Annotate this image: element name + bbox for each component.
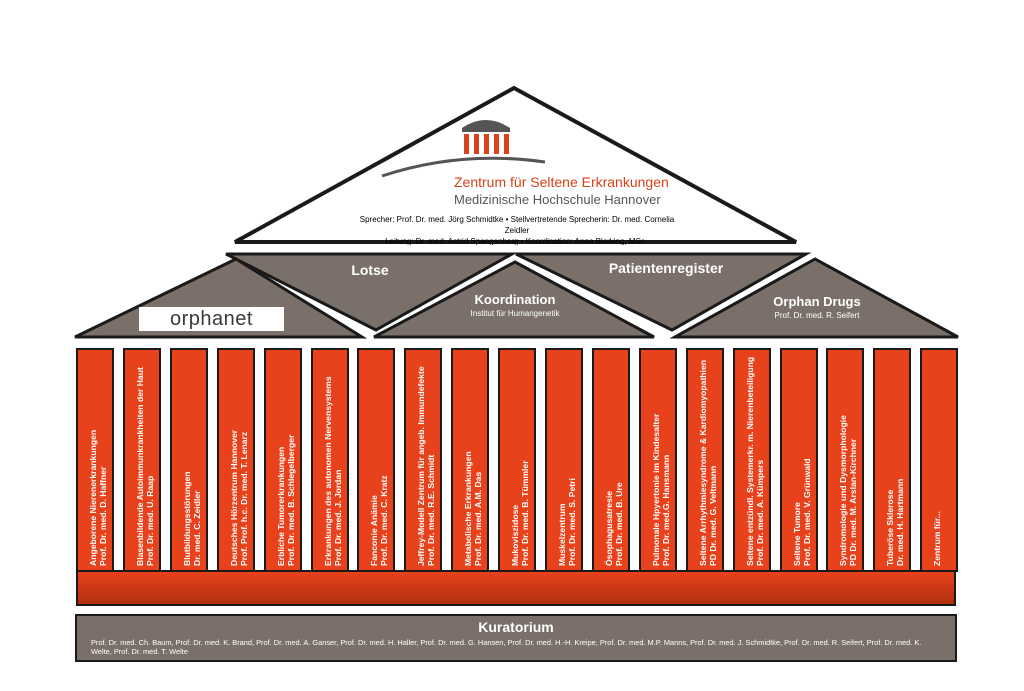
patientenregister-label: Patientenregister [608,260,724,276]
pillar-topic: Metabolische Erkrankungen [463,451,473,566]
pillar-topic: Fanconie Anämie [369,495,379,566]
pillar-head: PD Dr. med. G. Veltmann [708,465,718,566]
pillar-topic: Muskelzentrum [557,503,567,566]
building-columns-icon [381,120,546,178]
pillar: Blasenbildende Autoimmunkrankheiten der … [123,348,161,572]
pillar: Jeffrey-Modell Zentrum für angeb. Immund… [404,348,442,572]
pillar-topic: Erbliche Tumorerkrankungen [276,446,286,566]
pillar-topic: Seltene Arrhythmiesyndrome & Kardiomyopa… [698,360,708,566]
orphan-drugs-triangle [669,257,959,339]
pillar-head: Dr. med. C. Zeidler [192,490,202,566]
kuratorium-members: Prof. Dr. med. Ch. Baum, Prof. Dr. med. … [91,638,922,656]
pillar-head: Prof. Dr. med. A. Kümpers [755,459,765,566]
pillar-head: Prof. Dr. med. B. Ure [614,482,624,566]
pillar-head: Dr. med. H. Hartmann [895,478,905,566]
pillar-topic: Blutbildungsstörungen [182,471,192,566]
lotse-band [225,252,518,332]
pillar: Erkrankungen des autonomen Nervensystems… [311,348,349,572]
pillar-topic: Pulmonale Hpyertonie im Kindesalter [651,413,661,566]
koordination-subtitle: Institut für Humangenetik [470,309,560,318]
pillar-topic: Jeffrey-Modell Zentrum für angeb. Immund… [416,366,426,566]
orphan-drugs-label: Orphan Drugs [773,294,861,309]
pillar-head: Prof. Dr. med. J. Jordan [333,469,343,566]
pillar-topic: Seltene entzündl. Systemerkr. m. Nierenb… [745,356,755,566]
pillar-head: Prof. Dr. med. S. Petri [567,478,577,566]
speaker-line: Sprecher: Prof. Dr. med. Jörg Schmidtke … [359,215,675,235]
pillar-head: Prof. Dr. med. D. Haffner [98,466,108,566]
pillar-topic: Seltene Tumore [792,502,802,566]
kuratorium-title: Kuratorium [478,619,554,635]
pillar: Zentrum für... [920,348,958,572]
pillar-head: Prof. Dr. med. B. Schlegelberger [286,434,296,566]
koordination-triangle [373,260,655,339]
pillar-base [76,570,956,606]
koordination-label: Koordination [474,292,556,307]
orphanet-logo: orphanet [170,308,253,330]
top-roof-triangle [234,85,797,244]
pillar-topic: Erkrankungen des autonomen Nervensystems [323,376,333,566]
orphanet-logo-box [139,307,284,331]
pillar-topic: Tuberöse Sklerose [885,489,895,566]
lotse-label: Lotse [351,262,389,278]
pillar-topic: Deutsches Hörzentrum Hannover [229,429,239,566]
pillar-topic: Syndromologie und Dysmorphologie [838,415,848,566]
pillar-head: Prof. Dr. med. U. Raap [145,475,155,566]
patientenregister-band [515,252,812,332]
pillar-head: PD Dr. med. M. Arslan-Kirchner [848,438,858,566]
pillar-head: Prof. Dr. med. B. Tümmler [520,460,530,566]
pillar-head: Prof. Dr. med. R.E. Schmidt [426,454,436,566]
pillar-topic: Angeborene Nierenerkrankungen [88,429,98,566]
pillar-head: Prof. Dr. med.G. Hansmann [661,454,671,566]
pillar-head: Prof. Dr. med. V. Grünwald [802,458,812,566]
management-line: Leitung: Dr. med. Astrid Spangenberg • K… [385,237,645,245]
pillar-head: Prof. Dr. med. A.M. Das [473,471,483,566]
center-subtitle: Medizinische Hochschule Hannover [454,192,661,207]
pillar-head: Prof. Dr. med. C. Kratz [379,475,389,566]
center-title: Zentrum für Seltene Erkrankungen [454,174,669,190]
pillar-head: Prof. Prof. h.c. Dr. med. T. Lenarz [239,431,249,566]
pillar: Seltene Arrhythmiesyndrome & Kardiomyopa… [686,348,724,572]
pillar: Seltene entzündl. Systemerkr. m. Nierenb… [733,348,771,572]
pillar-topic: Ösophagusatresie [604,491,614,566]
pillar-topic: Zentrum für... [932,511,942,566]
orphan-drugs-subtitle: Prof. Dr. med. R. Seifert [774,311,860,320]
pillar-topic: Blasenbildende Autoimmunkrankheiten der … [135,367,145,566]
pillar-topic: Mukoviszidose [510,504,520,566]
kuratorium-box: Kuratorium Prof. Dr. med. Ch. Baum, Prof… [75,614,957,662]
